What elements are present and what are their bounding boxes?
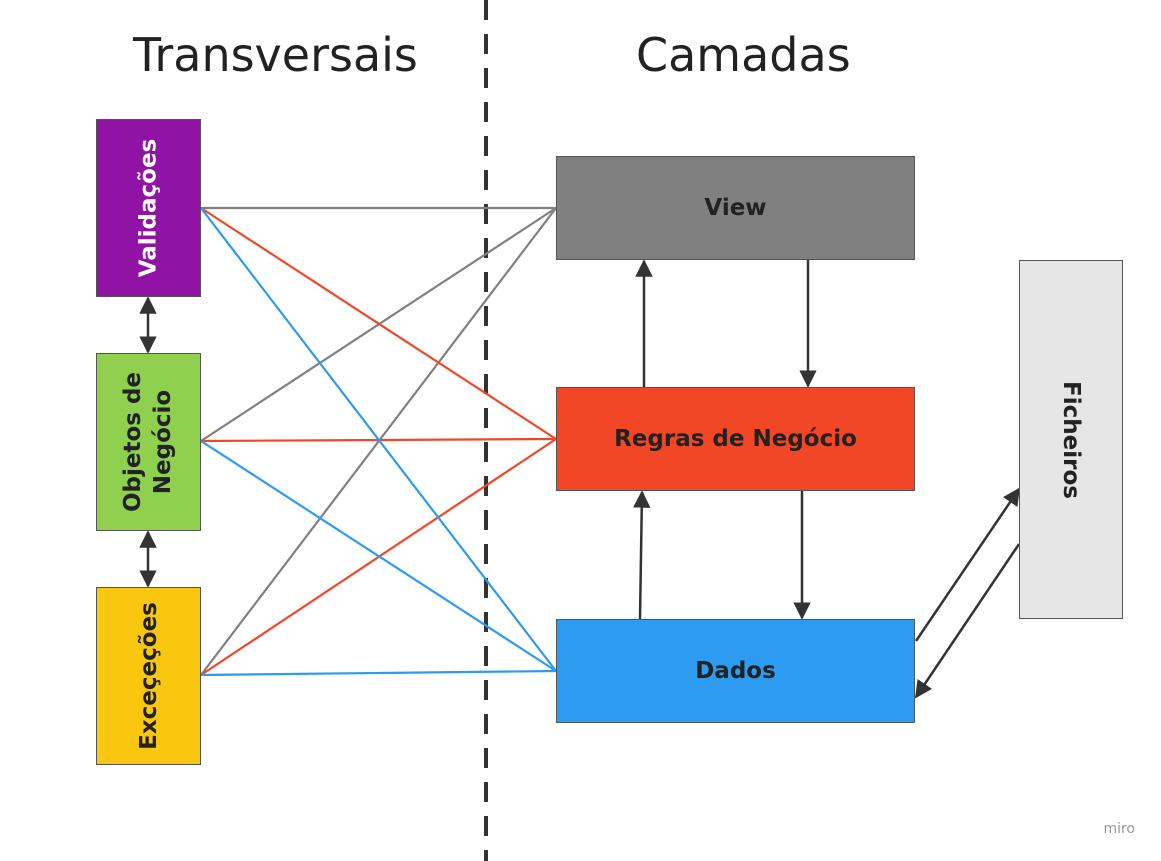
node-ficheiros-label: Ficheiros — [1058, 380, 1085, 499]
connector-excecoes-view — [200, 207, 557, 676]
arrow-dados-to-regras — [633, 490, 651, 620]
connector-excecoes-dados — [200, 669, 557, 677]
heading-transversais: Transversais — [133, 28, 418, 82]
connector-objetos-dados — [200, 440, 557, 672]
node-regras-label: Regras de Negócio — [614, 426, 857, 452]
node-validacoes[interactable]: Validações — [96, 119, 201, 297]
connector-validacoes-dados — [200, 207, 557, 672]
node-view[interactable]: View — [556, 156, 915, 260]
node-dados[interactable]: Dados — [556, 619, 915, 723]
heading-camadas: Camadas — [636, 28, 851, 82]
node-dados-label: Dados — [695, 658, 776, 684]
node-excecoes-label: Exceçeções — [135, 602, 162, 750]
arrow-dados-to-ficheiros — [914, 487, 1021, 642]
arrow-ficheiros-to-dados — [914, 543, 1021, 699]
node-view-label: View — [704, 195, 767, 221]
node-excecoes[interactable]: Exceçeções — [96, 587, 201, 765]
node-regras-de-negocio[interactable]: Regras de Negócio — [556, 387, 915, 491]
node-ficheiros[interactable]: Ficheiros — [1019, 260, 1123, 619]
node-objetos-de-negocio[interactable]: Objetos de Negócio — [96, 353, 201, 531]
connector-validacoes-regras — [200, 207, 557, 440]
node-validacoes-label: Validações — [135, 138, 162, 278]
miro-watermark: miro — [1103, 821, 1135, 837]
node-objetos-label: Objetos de Negócio — [120, 371, 177, 513]
